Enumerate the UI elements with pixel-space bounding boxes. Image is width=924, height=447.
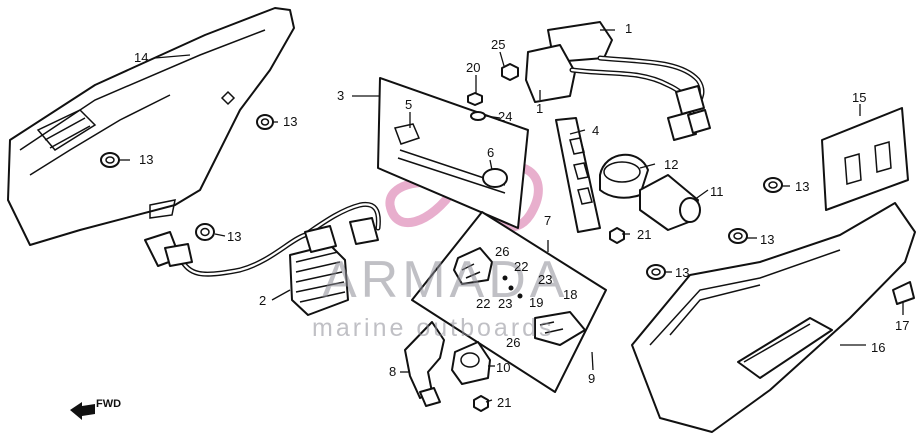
callout-16: 16 bbox=[871, 340, 886, 355]
callout-6: 6 bbox=[487, 145, 495, 160]
watermark-brand: ARMADA bbox=[322, 251, 569, 309]
callout-12: 12 bbox=[664, 157, 679, 172]
starter-relay bbox=[639, 174, 701, 231]
grommet bbox=[646, 264, 666, 280]
callout-13: 13 bbox=[760, 232, 775, 247]
callout-17: 17 bbox=[895, 318, 910, 333]
caution-label bbox=[821, 107, 909, 211]
callout-13: 13 bbox=[795, 179, 810, 194]
bolt-25 bbox=[501, 63, 519, 81]
bolt-21 bbox=[473, 395, 489, 412]
grommet bbox=[100, 152, 120, 168]
callout-23: 23 bbox=[498, 296, 513, 311]
mounting-bracket bbox=[555, 117, 601, 233]
callout-10: 10 bbox=[496, 360, 511, 375]
callout-14: 14 bbox=[134, 50, 149, 65]
washer-24 bbox=[470, 111, 486, 121]
forward-arrow-icon bbox=[70, 402, 95, 420]
callout-26: 26 bbox=[506, 335, 521, 350]
callout-15: 15 bbox=[852, 90, 867, 105]
grommet bbox=[256, 114, 274, 130]
callout-26: 26 bbox=[495, 244, 510, 259]
callout-5: 5 bbox=[405, 97, 413, 112]
right-side-cover bbox=[631, 202, 916, 433]
nut-20 bbox=[467, 92, 483, 106]
callout-18: 18 bbox=[563, 287, 578, 302]
callout-9: 9 bbox=[588, 371, 596, 386]
callout-11: 11 bbox=[710, 184, 724, 199]
relay-unit bbox=[451, 341, 491, 385]
callout-13: 13 bbox=[227, 229, 242, 244]
callout-22: 22 bbox=[514, 259, 529, 274]
callout-13: 13 bbox=[283, 114, 298, 129]
forward-direction-label: FWD bbox=[96, 398, 122, 410]
callout-20: 20 bbox=[466, 60, 481, 75]
callout-13: 13 bbox=[675, 265, 690, 280]
callout-1: 1 bbox=[536, 101, 544, 116]
callout-24: 24 bbox=[498, 109, 513, 124]
callout-4: 4 bbox=[592, 123, 600, 138]
callout-21: 21 bbox=[637, 227, 652, 242]
regulator-rectifier bbox=[144, 201, 381, 316]
grommet bbox=[195, 223, 215, 241]
grommet bbox=[728, 228, 748, 244]
callout-22: 22 bbox=[476, 296, 491, 311]
grommet bbox=[763, 177, 783, 193]
callout-21: 21 bbox=[497, 395, 512, 410]
fuse-holder bbox=[404, 321, 445, 407]
callout-1: 1 bbox=[625, 21, 633, 36]
callout-13: 13 bbox=[139, 152, 154, 167]
callout-23: 23 bbox=[538, 272, 553, 287]
callout-2: 2 bbox=[259, 293, 267, 308]
callout-3: 3 bbox=[337, 88, 345, 103]
relay-panel bbox=[411, 211, 607, 393]
leader-lines bbox=[118, 29, 904, 403]
ignition-unit bbox=[525, 21, 711, 141]
fuse-panel bbox=[377, 77, 529, 229]
bolt-21 bbox=[609, 227, 625, 244]
rubber-cap bbox=[599, 153, 649, 199]
decal-piece bbox=[892, 281, 915, 305]
callout-7: 7 bbox=[544, 213, 552, 228]
callout-19: 19 bbox=[529, 295, 544, 310]
left-side-cover bbox=[7, 7, 295, 246]
watermark-tagline: marine outboards bbox=[312, 314, 555, 342]
callout-25: 25 bbox=[491, 37, 506, 52]
callout-8: 8 bbox=[389, 364, 397, 379]
